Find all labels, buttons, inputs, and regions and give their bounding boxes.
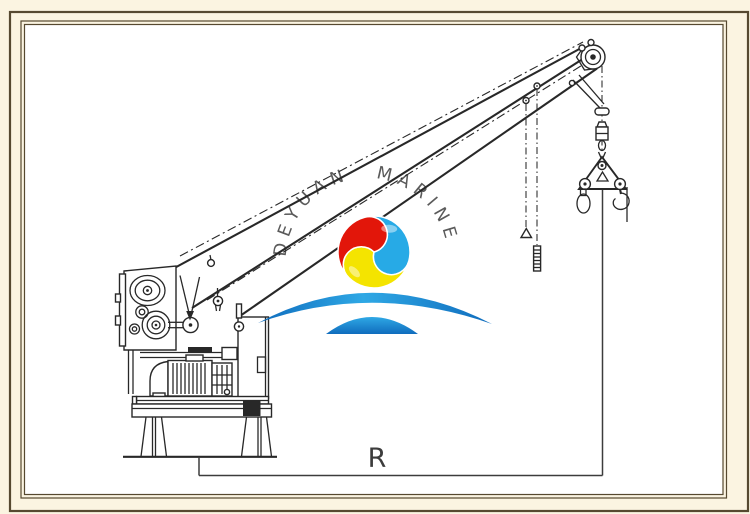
housing-side-panel	[118, 273, 127, 347]
swoosh-upper	[258, 292, 492, 324]
motor-terminal-box	[185, 354, 204, 362]
cable-spring-coil	[532, 245, 542, 272]
column-post	[235, 303, 243, 319]
frame-mid-rule	[20, 20, 728, 499]
boom-tip-sheave	[568, 38, 606, 109]
boom-top-chord	[166, 45, 585, 273]
gear-tiny	[128, 323, 141, 335]
chain-link	[597, 139, 607, 152]
rope-guide-funnel	[179, 275, 201, 321]
logo-swirl-ball	[337, 215, 411, 289]
motor-fins	[172, 363, 206, 394]
cable-weight-triangle	[519, 227, 533, 239]
rope-drum	[141, 310, 171, 340]
column-door	[256, 356, 267, 374]
link-capsule	[594, 107, 610, 116]
machinery-deck	[127, 346, 238, 398]
left-leg	[140, 416, 168, 457]
main-drum	[129, 274, 166, 307]
tip-bracket	[568, 74, 605, 109]
junction-box	[221, 346, 238, 361]
hanging-cable-2	[532, 82, 542, 272]
bolt	[223, 388, 231, 396]
cargo-hook	[612, 188, 630, 211]
hanging-cable-1	[519, 96, 533, 239]
motor-bell	[149, 360, 169, 397]
platform-beam-lower	[131, 403, 273, 418]
pedestal-column	[233, 303, 270, 400]
right-leg	[240, 416, 273, 457]
gear-small	[135, 305, 149, 319]
hoist-rope-line	[179, 41, 584, 257]
slew-drive-block	[243, 400, 261, 416]
column-body	[237, 316, 270, 400]
brand-logo	[258, 215, 492, 334]
base-platform	[123, 395, 277, 458]
radius-label: R	[368, 443, 387, 474]
frame-outer-rule	[8, 10, 750, 513]
rope-guide-sheave	[182, 316, 199, 334]
boom-mid-chord	[191, 54, 590, 309]
swoosh-dome	[326, 317, 418, 334]
brake-block	[188, 347, 212, 353]
boom-root-fittings	[206, 254, 224, 312]
drive-shaft	[168, 321, 184, 329]
coupling-stack	[211, 362, 233, 397]
logo-petal-red	[337, 215, 389, 278]
eyelet-fitting	[206, 258, 216, 268]
lifting-eye-ring	[576, 188, 591, 214]
winch-house	[114, 265, 201, 351]
hook-assembly	[576, 66, 630, 222]
crane-linework: R	[114, 38, 630, 477]
radius-dimension: R	[198, 189, 604, 477]
